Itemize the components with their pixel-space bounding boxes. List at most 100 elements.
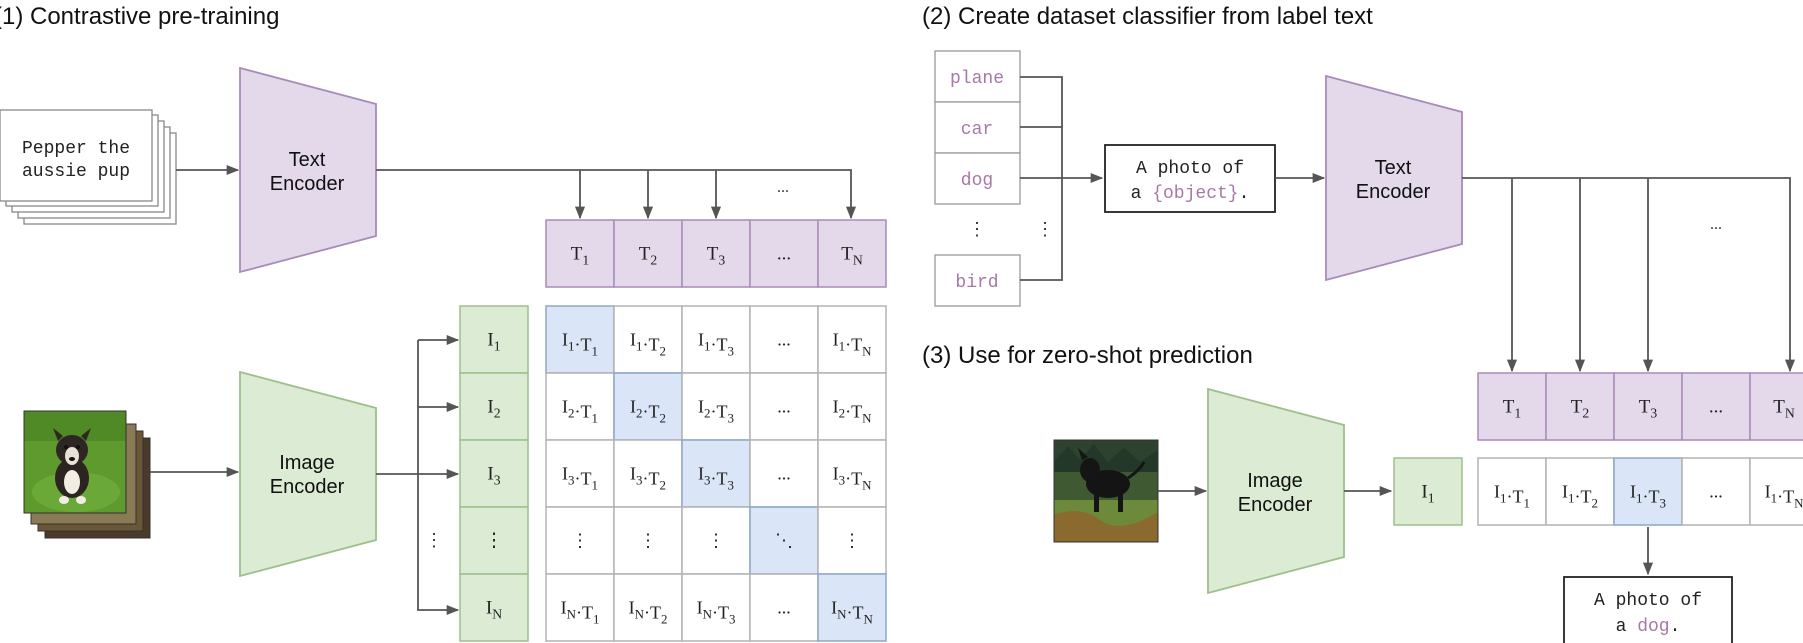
image-embedding-i2-1-label: I2 [487,397,500,421]
text-embedding-tn-4-label: TN [841,244,863,268]
zs-image-embedding-cell-label: I1 [1421,482,1434,506]
label-bus [1020,76,1104,281]
prompt-line2: a {object}. [1131,184,1250,204]
matrix-cell-4-3-label: ... [777,598,791,618]
matrix-cell-1-2: I2·T3 [681,372,751,441]
prediction-line1: A photo of [1594,591,1702,611]
matrix-cell-1-3: ... [749,372,819,441]
zeroshot-image-embedding: I1 [1393,457,1463,526]
label-plane: plane [950,69,1004,89]
image-encoder-label-line1: Image [279,452,335,474]
text-embedding-tn-4: TN [817,219,887,288]
zs-score-1-label: I1·T2 [1562,482,1598,511]
classifier-embedding-bus [1462,177,1796,373]
zs-score-3: ... [1681,457,1751,526]
label-bus-vdots: ⋮ [1036,219,1054,239]
matrix-cell-4-1-label: IN·T2 [629,598,668,627]
prompt-object-placeholder: {object} [1152,184,1238,204]
text-embedding-bus [376,169,857,220]
matrix-cell-3-4-label: ⋮ [843,531,861,551]
text-embedding-t2-1-label: T2 [639,244,658,268]
matrix-cell-0-3: ... [749,305,819,374]
similarity-matrix: I1·T1 I1·T2 I1·T3... I1·TN I2·T1 I2·T2 I2·T3..… [545,305,887,642]
image-encoder-zeroshot: Image Encoder [1207,387,1345,595]
zs-score-1: I1·T2 [1545,457,1615,526]
caption-stack: Pepper the aussie pup [0,109,177,225]
text-embedding-t1-0: T1 [545,219,615,288]
matrix-cell-0-2: I1·T3 [681,305,751,374]
matrix-cell-1-0: I2·T1 [545,372,615,441]
image-encoder-pretraining: Image Encoder [239,370,377,578]
zeroshot-text-embedding-row: T1 T2 T3... TN [1477,372,1803,441]
zs-text-embedding-t2-1-label: T2 [1571,397,1590,421]
section-title-zeroshot: (3) Use for zero-shot prediction [922,342,1253,369]
image-embedding-i3-2-label: I3 [487,464,500,488]
matrix-cell-0-1-label: I1·T2 [630,330,666,359]
label-dog: dog [961,171,993,191]
image-embedding-in-4-label: IN [486,598,502,622]
prediction-object: dog [1637,617,1669,637]
matrix-cell-3-1: ⋮ [613,506,683,575]
zs-score-4-label: I1·TN [1765,482,1803,511]
text-encoder-classifier: Text Encoder [1325,74,1463,282]
matrix-cell-4-3: ... [749,573,819,642]
matrix-cell-2-0: I3·T1 [545,439,615,508]
matrix-cell-3-2: ⋮ [681,506,751,575]
matrix-cell-2-4: I3·TN [817,439,887,508]
text-encoder-2-label-line1: Text [1375,157,1412,179]
matrix-cell-2-4-label: I3·TN [833,464,872,493]
zs-score-0-label: I1·T1 [1494,482,1530,511]
matrix-cell-2-2-label: I3·T3 [698,464,734,493]
caption-line1: Pepper the [22,139,130,159]
matrix-cell-3-4: ⋮ [817,506,887,575]
bus-ellipsis: ... [777,179,789,196]
image-encoder-2-label-line2: Encoder [1238,494,1313,516]
zs-text-embedding-tn-4-label: TN [1773,397,1795,421]
prediction-line2: a dog. [1616,617,1681,637]
zs-text-embedding-ellipsis-3-label: ... [1709,397,1723,418]
prompt-line1: A photo of [1136,159,1244,179]
zs-text-embedding-t1-0-label: T1 [1503,397,1522,421]
bus-vdots: ⋮ [425,530,443,550]
text-embedding-row: T1 T2 T3... TN [545,219,887,288]
matrix-cell-1-4: I2·TN [817,372,887,441]
text-encoder-label-line2: Encoder [270,173,345,195]
image-embedding-i3-2: I3 [459,439,529,508]
zs-text-embedding-t1-0: T1 [1477,372,1547,441]
image-embedding-i1-0: I1 [459,305,529,374]
matrix-cell-2-1: I3·T2 [613,439,683,508]
section-title-classifier: (2) Create dataset classifier from label… [922,3,1373,30]
matrix-cell-4-2: IN·T3 [681,573,751,642]
text-embedding-t3-2-label: T3 [707,244,726,268]
text-embedding-ellipsis-3-label: ... [777,244,791,265]
prediction-box: A photo of a dog. [1563,576,1733,643]
matrix-cell-3-3-label: ⋱ [775,531,793,551]
matrix-cell-1-1-label: I2·T2 [630,397,666,426]
matrix-cell-4-0: IN·T1 [545,573,615,642]
matrix-cell-1-2-label: I2·T3 [698,397,734,426]
zs-text-embedding-t3-2-label: T3 [1639,397,1658,421]
text-encoder-label-line1: Text [289,149,326,171]
puppy-photo-icon [23,410,151,539]
matrix-cell-0-0-label: I1·T1 [562,330,598,359]
matrix-cell-2-3: ... [749,439,819,508]
text-embedding-t1-0-label: T1 [571,244,590,268]
matrix-cell-0-1: I1·T2 [613,305,683,374]
zs-image-embedding-cell: I1 [1393,457,1463,526]
image-encoder-2-label-line1: Image [1247,470,1303,492]
matrix-cell-4-1: IN·T2 [613,573,683,642]
matrix-cell-4-2-label: IN·T3 [697,598,736,627]
zs-score-2: I1·T3 [1613,457,1683,526]
image-embedding-in-4: IN [459,573,529,642]
zeroshot-score-row: I1·T1 I1·T2 I1·T3... I1·TN [1477,457,1803,526]
matrix-cell-3-2-label: ⋮ [707,531,725,551]
matrix-cell-0-4-label: I1·TN [833,330,872,359]
text-encoder-pretraining: Text Encoder [239,66,377,274]
zs-text-embedding-tn-4: TN [1749,372,1803,441]
classifier-bus-ellipsis: ... [1710,216,1722,233]
text-encoder-2-label-line2: Encoder [1356,181,1431,203]
matrix-cell-3-3: ⋱ [749,506,819,575]
text-embedding-t2-1: T2 [613,219,683,288]
image-encoder-label-line2: Encoder [270,476,345,498]
image-embedding-ellipsis-3: ⋮ [459,506,529,575]
